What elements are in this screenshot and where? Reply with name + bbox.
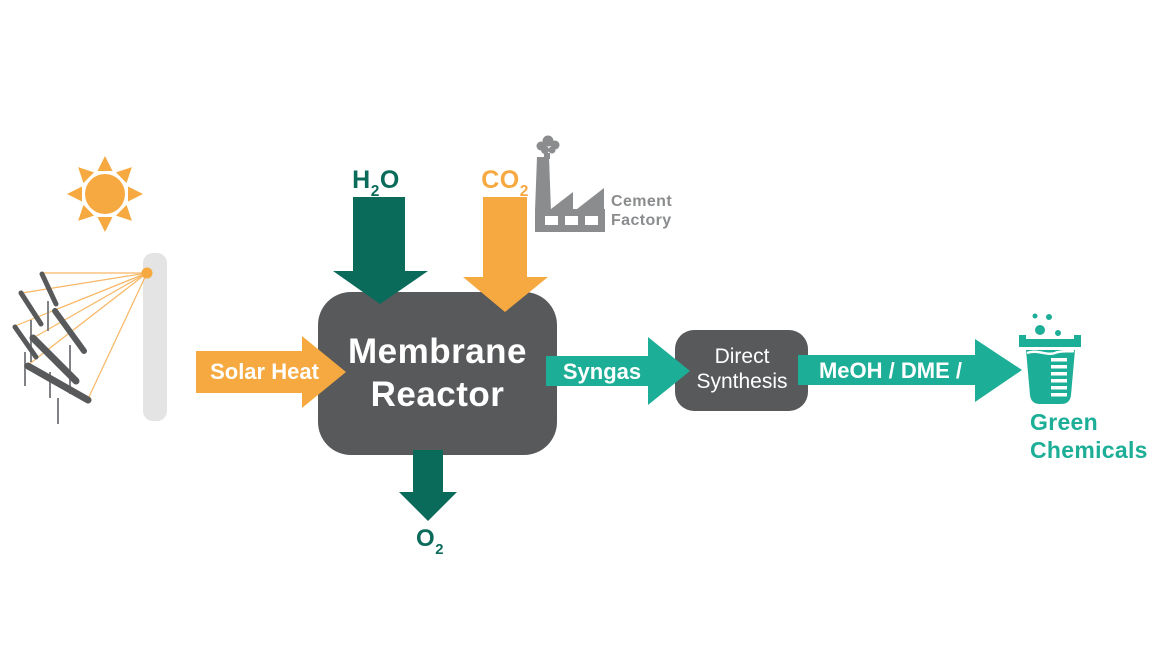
direct-synthesis-box — [675, 330, 808, 411]
focal-spot — [141, 267, 153, 279]
green-chemicals-line1: Green — [1030, 409, 1098, 435]
heliostat-field-icon — [12, 271, 92, 424]
sun-icon — [67, 156, 143, 232]
syngas-arrow — [546, 337, 690, 405]
o2-label: O2 — [400, 525, 460, 559]
h2o-label: H2O — [336, 166, 416, 201]
receiver-tower — [143, 253, 167, 421]
reactor-line2: Reactor — [370, 375, 505, 414]
direct-synthesis-label: Direct Synthesis — [675, 344, 809, 394]
o2-main: O — [416, 525, 436, 552]
membrane-reactor-box — [318, 292, 557, 455]
o2-sub: 2 — [435, 542, 444, 559]
co2-arrow — [463, 197, 548, 312]
cement-factory-line2: Factory — [611, 212, 672, 229]
h2o-tail: O — [379, 166, 400, 194]
co2-label: CO2 — [465, 166, 545, 201]
h2o-main: H — [352, 166, 371, 194]
syngas-label: Syngas — [562, 359, 642, 384]
synthesis-line1: Direct — [714, 345, 770, 368]
co2-sub: 2 — [519, 183, 529, 201]
membrane-reactor-label: Membrane Reactor — [318, 330, 557, 416]
cement-factory-icon — [535, 135, 605, 232]
green-chemicals-label: Green Chemicals — [1030, 408, 1148, 464]
co2-main: CO — [481, 166, 520, 194]
synthesis-line2: Synthesis — [696, 370, 788, 393]
cement-factory-label: Cement Factory — [611, 192, 672, 230]
solar-heat-label: Solar Heat — [210, 359, 319, 384]
cement-factory-line1: Cement — [611, 193, 673, 210]
products-arrow — [798, 339, 1022, 402]
h2o-sub: 2 — [370, 183, 380, 201]
h2o-arrow — [333, 197, 428, 304]
beaker-icon — [1019, 313, 1081, 404]
o2-arrow — [399, 450, 457, 521]
green-chemicals-line2: Chemicals — [1030, 437, 1148, 463]
reactor-line1: Membrane — [347, 332, 528, 371]
products-label: MeOH / DME / — [818, 358, 962, 383]
solar-heat-arrow — [196, 336, 346, 408]
